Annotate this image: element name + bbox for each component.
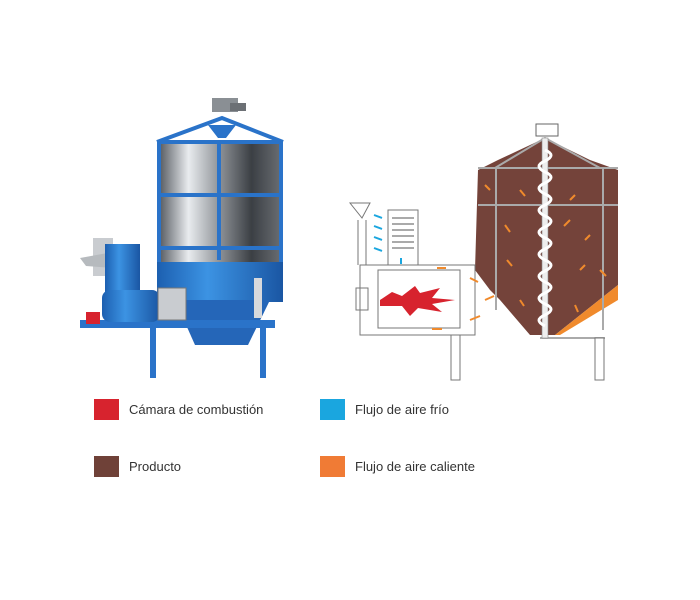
- diagram-legs: [450, 334, 605, 381]
- legend-label: Cámara de combustión: [129, 402, 264, 417]
- machine-motor: [212, 98, 246, 112]
- legend-item-cold-air-flow: Flujo de aire frío: [320, 399, 449, 420]
- legend-item-product: Producto: [94, 456, 181, 477]
- legend-label: Flujo de aire caliente: [355, 459, 475, 474]
- legend-item-hot-air-flow: Flujo de aire caliente: [320, 456, 475, 477]
- legend-swatch: [320, 456, 345, 477]
- machine-legs: [150, 320, 266, 378]
- furnace-housing: [348, 202, 476, 336]
- machine-burner-fan: [80, 238, 160, 324]
- legend-swatch: [320, 399, 345, 420]
- legend-swatch: [94, 399, 119, 420]
- machine-control-panel: [157, 287, 187, 321]
- hot-air-arrows-in-product: [484, 184, 607, 313]
- legend-item-combustion-chamber: Cámara de combustión: [94, 399, 263, 420]
- cold-air-arrows: [373, 214, 402, 264]
- legend-label: Flujo de aire frío: [355, 402, 449, 417]
- legend-label: Producto: [129, 459, 182, 474]
- auger-screw: [537, 137, 553, 339]
- hot-air-arrows: [432, 267, 495, 330]
- machine-roof-frame: [156, 115, 284, 144]
- legend-swatch: [94, 456, 119, 477]
- combustion-flame: [380, 286, 455, 316]
